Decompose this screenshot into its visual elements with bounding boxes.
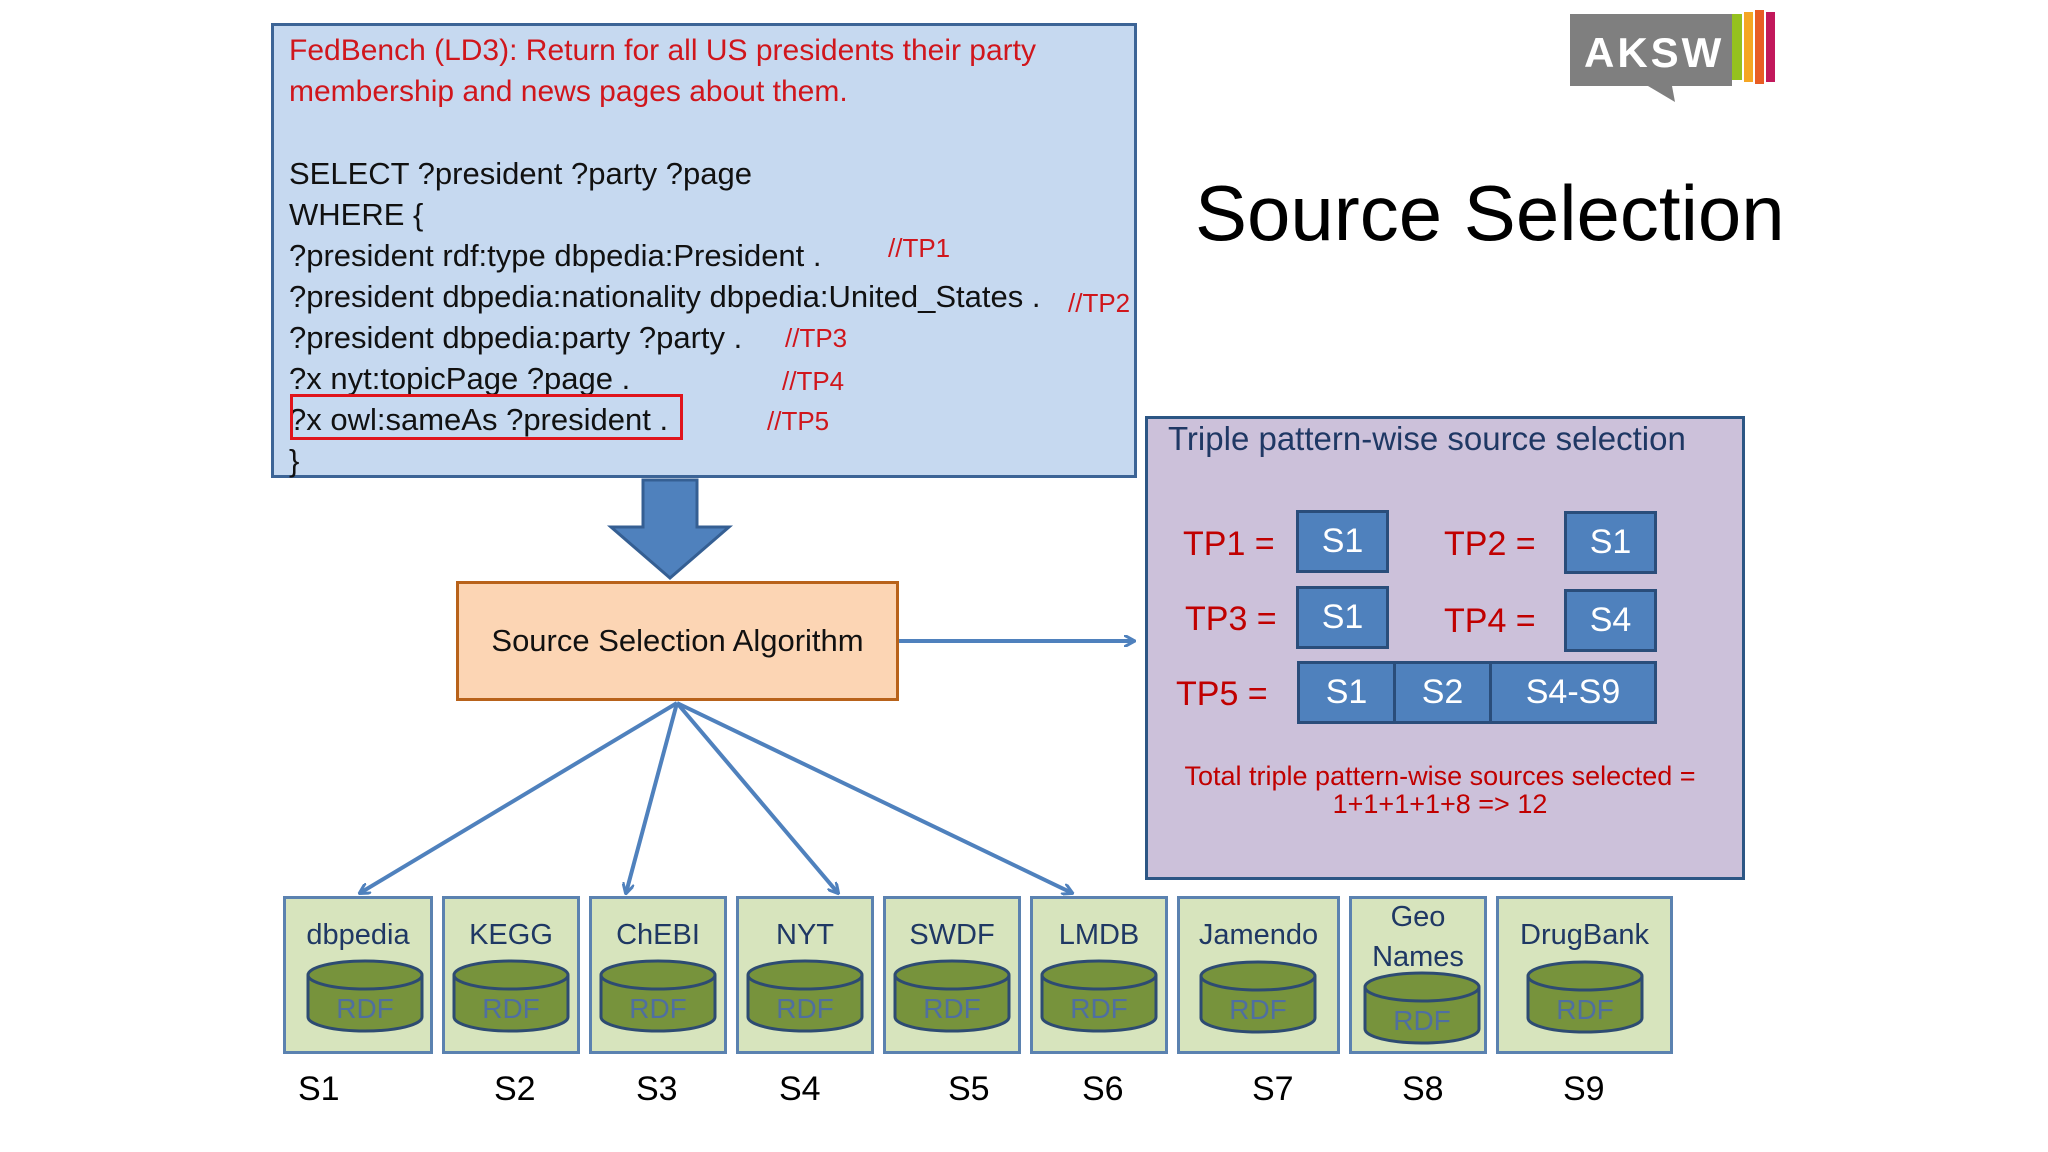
source-name: ChEBI [616,919,700,951]
query-line-close: } [289,443,300,478]
comment-tp1: //TP1 [888,233,951,263]
total-line2: 1+1+1+1+8 => 12 [1332,789,1548,819]
query-line-tp1: ?president rdf:type dbpedia:President . [289,238,822,273]
tp4-label: TP4 = [1444,602,1536,640]
tp3-label: TP3 = [1185,600,1277,638]
comment-tp5: //TP5 [767,406,830,436]
query-line-tp3: ?president dbpedia:party ?party . [289,320,743,355]
tp1-label: TP1 = [1183,525,1275,563]
tp2-source: S1 [1564,511,1657,574]
tp5-highlight [290,394,683,440]
algorithm-to-chebi-arrow [626,702,679,893]
query-heading-line1: FedBench (LD3): Return for all US presid… [289,34,1036,67]
source-name: dbpedia [306,919,410,951]
logo-graphic: AKSW [1570,10,1775,102]
source-name: LMDB [1058,919,1140,951]
database-icon: RDF [1199,960,1317,1034]
query-line-select: SELECT ?president ?party ?page [289,156,753,191]
source-id-s9: S9 [1563,1070,1605,1108]
source-name-line2: Names [1372,941,1464,973]
rdf-label: RDF [482,993,540,1024]
rdf-label: RDF [1393,1005,1451,1036]
algorithm-to-lmdb-arrow [676,701,1072,893]
slide-title: Source Selection [1195,169,1785,257]
rdf-label: RDF [1556,994,1614,1025]
database-icon: RDF [1526,960,1644,1034]
query-to-algorithm-arrow [606,478,734,580]
source-name: KEGG [469,919,553,951]
source-id-s4: S4 [779,1070,821,1108]
source-id-s3: S3 [636,1070,678,1108]
source-id-s1: S1 [298,1070,340,1108]
tp5-source-s2: S2 [1393,661,1492,724]
source-selection-algorithm-box: Source Selection Algorithm [456,581,899,701]
tp4-source: S4 [1564,589,1657,652]
query-heading-line2: membership and news pages about them. [289,75,848,108]
query-line-where: WHERE { [289,197,424,232]
sparql-query-box: FedBench (LD3): Return for all US presid… [271,23,1137,478]
rdf-label: RDF [776,993,834,1024]
database-icon: RDF [746,959,864,1033]
database-icon: RDF [893,959,1011,1033]
rdf-label: RDF [1070,993,1128,1024]
comment-tp4: //TP4 [782,366,845,396]
database-icon: RDF [452,959,570,1033]
total-line1: Total triple pattern-wise sources select… [1184,761,1696,791]
aksw-logo: AKSW [1564,10,1784,105]
database-icon: RDF [1040,959,1158,1033]
source-name-line1: Geo [1390,901,1446,933]
total-sources-text: Total triple pattern-wise sources select… [1150,762,1730,818]
comment-tp3: //TP3 [785,323,848,353]
tp5-source-s4-s9: S4-S9 [1489,661,1657,724]
rdf-label: RDF [629,993,687,1024]
tp5-label: TP5 = [1176,675,1268,713]
database-icon: RDF [306,959,424,1033]
source-name: SWDF [909,919,995,951]
query-line-tp5: ?x owl:sameAs ?president . [289,402,669,437]
query-line-tp4: ?x nyt:topicPage ?page . [289,361,631,396]
source-name: Jamendo [1198,919,1319,951]
database-icon: RDF [599,959,717,1033]
panel-title: Triple pattern-wise source selection [1168,420,1686,457]
tp3-source: S1 [1296,586,1389,649]
tp2-label: TP2 = [1444,525,1536,563]
source-id-s5: S5 [948,1070,990,1108]
algorithm-to-dbpedia-arrow [360,701,679,893]
logo-text: AKSW [1584,29,1724,76]
rdf-label: RDF [923,993,981,1024]
rdf-label: RDF [336,993,394,1024]
source-id-s6: S6 [1082,1070,1124,1108]
tp1-source: S1 [1296,510,1389,573]
query-line-tp2: ?president dbpedia:nationality dbpedia:U… [289,279,1041,314]
source-name: NYT [776,919,834,951]
source-id-s8: S8 [1402,1070,1444,1108]
algorithm-to-nyt-arrow [675,701,838,893]
database-icon: RDF [1363,971,1481,1045]
source-name: DrugBank [1520,919,1649,951]
tp5-source-s1: S1 [1297,661,1396,724]
rdf-label: RDF [1229,994,1287,1025]
comment-tp2: //TP2 [1068,288,1131,318]
source-id-s2: S2 [494,1070,536,1108]
source-id-s7: S7 [1252,1070,1294,1108]
